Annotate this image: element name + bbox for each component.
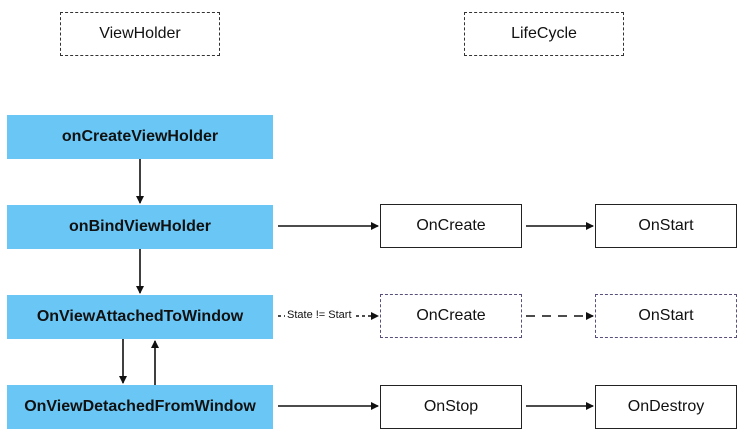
bind-on-create-box: OnCreate bbox=[380, 204, 522, 248]
on-bind-view-holder-box: onBindViewHolder bbox=[7, 205, 273, 249]
bind-on-start-box: OnStart bbox=[595, 204, 737, 248]
on-create-view-holder-box: onCreateViewHolder bbox=[7, 115, 273, 159]
on-view-attached-to-window-box: OnViewAttachedToWindow bbox=[7, 295, 273, 339]
viewholder-header: ViewHolder bbox=[60, 12, 220, 56]
state-condition-label: State != Start bbox=[285, 309, 354, 321]
attached-on-create-box: OnCreate bbox=[380, 294, 522, 338]
detached-on-stop-box: OnStop bbox=[380, 385, 522, 429]
attached-on-start-box: OnStart bbox=[595, 294, 737, 338]
lifecycle-header: LifeCycle bbox=[464, 12, 624, 56]
detached-on-destroy-box: OnDestroy bbox=[595, 385, 737, 429]
on-view-detached-from-window-box: OnViewDetachedFromWindow bbox=[7, 385, 273, 429]
